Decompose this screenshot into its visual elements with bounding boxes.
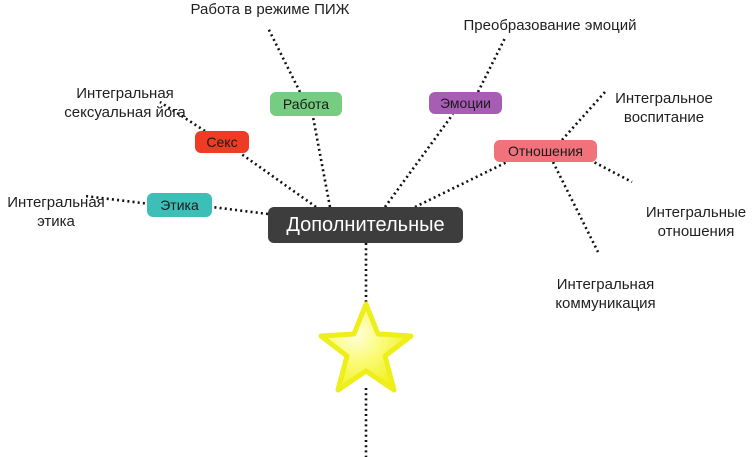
leaf-vospitanie[interactable]: Интегральное воспитание [594, 70, 734, 127]
branch-rabota[interactable]: Работа [270, 92, 342, 116]
leaf-kommunikaciya[interactable]: Интегральная коммуникация [538, 256, 673, 313]
branch-seks[interactable]: Секс [195, 131, 249, 153]
branch-seks-label: Секс [206, 134, 238, 150]
leaf-kommunikaciya-label: Интегральная коммуникация [555, 276, 656, 312]
link-central-etika [211, 205, 269, 216]
leaf-yoga[interactable]: Интегральная сексуальная йога [40, 65, 210, 122]
central-topic-label: Дополнительные [286, 214, 445, 236]
leaf-etika[interactable]: Интегральная этика [0, 174, 112, 231]
link-otnosh-kom [551, 161, 600, 253]
leaf-vospitanie-label: Интегральное воспитание [615, 90, 713, 126]
leaf-preobrazovanie-label: Преобразование эмоций [463, 17, 637, 34]
branch-emocii-label: Эмоции [440, 95, 491, 111]
branch-rabota-label: Работа [282, 96, 330, 112]
link-central-otnosheniya [414, 160, 508, 209]
central-topic[interactable]: Дополнительные [268, 207, 463, 243]
branch-otnosheniya-label: Отношения [508, 143, 583, 159]
leaf-etika-label: Интегральная этика [7, 194, 105, 230]
link-otnosh-vosp [561, 91, 606, 141]
link-otnosh-otn [589, 158, 633, 184]
star-icon[interactable] [316, 300, 416, 396]
leaf-otnosheniya-label: Интегральные отношения [645, 204, 747, 240]
link-seks-yoga [159, 100, 206, 133]
leaf-rabota-pij[interactable]: Работа в режиме ПИЖ [175, 0, 365, 19]
branch-emocii[interactable]: Эмоции [429, 92, 502, 114]
link-etika-leaf [84, 194, 151, 206]
leaf-otnosheniya[interactable]: Интегральные отношения [636, 184, 756, 241]
link-central-rabota [311, 116, 332, 208]
link-emocii-preobr [476, 37, 507, 93]
branch-otnosheniya[interactable]: Отношения [494, 140, 597, 162]
leaf-preobrazovanie[interactable]: Преобразование эмоций [444, 16, 656, 35]
branch-etika[interactable]: Этика [147, 193, 212, 217]
link-central-emocii [383, 113, 455, 208]
leaf-rabota-pij-label: Работа в режиме ПИЖ [190, 1, 350, 18]
leaf-yoga-label: Интегральная сексуальная йога [64, 85, 186, 121]
branch-etika-label: Этика [160, 197, 199, 213]
link-central-seks [239, 151, 317, 209]
link-rabota-pij [266, 27, 302, 93]
